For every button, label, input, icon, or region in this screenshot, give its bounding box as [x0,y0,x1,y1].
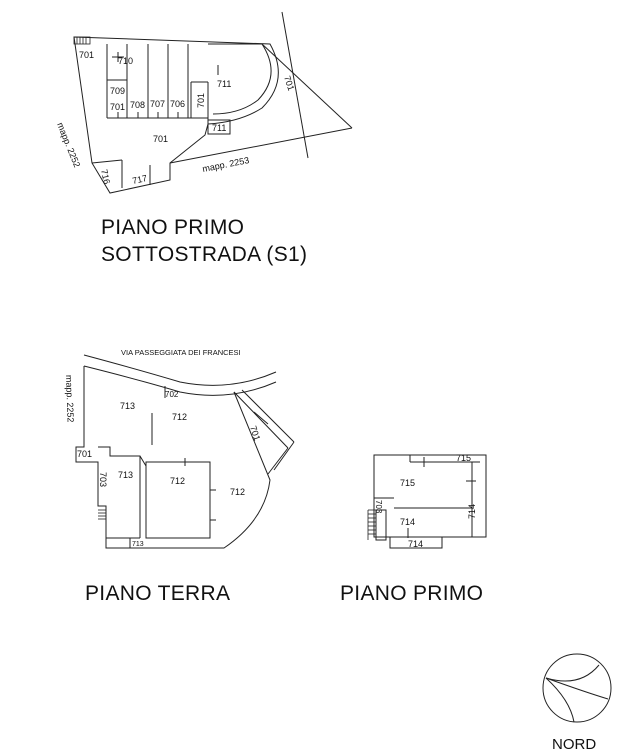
label-701: 701 [248,425,262,442]
title-piano-terra: PIANO TERRA [85,582,231,605]
label-mapp-2252: mapp. 2252 [64,375,76,423]
label-706: 706 [170,99,185,109]
label-701: 701 [196,93,206,108]
label-mapp-2252: mapp. 2252 [55,121,82,169]
label-711: 711 [217,79,231,89]
label-714: 714 [400,517,415,527]
label-701: 701 [79,50,94,60]
label-713: 713 [132,541,144,548]
title-piano-primo-sottostrada-line1: PIANO PRIMO [101,216,245,239]
label-709: 709 [110,86,125,96]
label-715: 715 [400,478,415,488]
label-711: 711 [212,123,226,133]
street-label: VIA PASSEGGIATA DEI FRANCESI [121,348,241,357]
label-701: 701 [110,102,125,112]
first-plan [367,454,487,549]
label-701: 701 [153,134,168,144]
label-702: 702 [165,390,179,399]
label-703: 703 [98,472,108,487]
label-712: 712 [230,487,245,497]
north-compass [542,653,612,723]
label-717: 717 [131,173,148,186]
label-716: 716 [99,168,112,185]
compass-label: NORD [552,736,597,753]
label-701: 701 [282,75,296,92]
ground-plan [75,354,295,549]
title-piano-primo: PIANO PRIMO [340,582,484,605]
label-714: 714 [467,504,477,519]
label-714: 714 [408,539,423,549]
label-713: 713 [120,401,135,411]
label-701: 701 [77,449,92,459]
label-712: 712 [172,412,187,422]
upper-plan [73,11,353,194]
label-mapp-2253: mapp. 2253 [201,155,250,174]
title-piano-primo-sottostrada-line2: SOTTOSTRADA (S1) [101,243,308,266]
label-715: 715 [456,453,471,463]
label-713: 713 [118,470,133,480]
label-707: 707 [150,99,165,109]
label-712: 712 [170,476,185,486]
label-708: 708 [130,100,145,110]
label-710: 710 [118,56,133,66]
label-703: 703 [374,500,383,514]
